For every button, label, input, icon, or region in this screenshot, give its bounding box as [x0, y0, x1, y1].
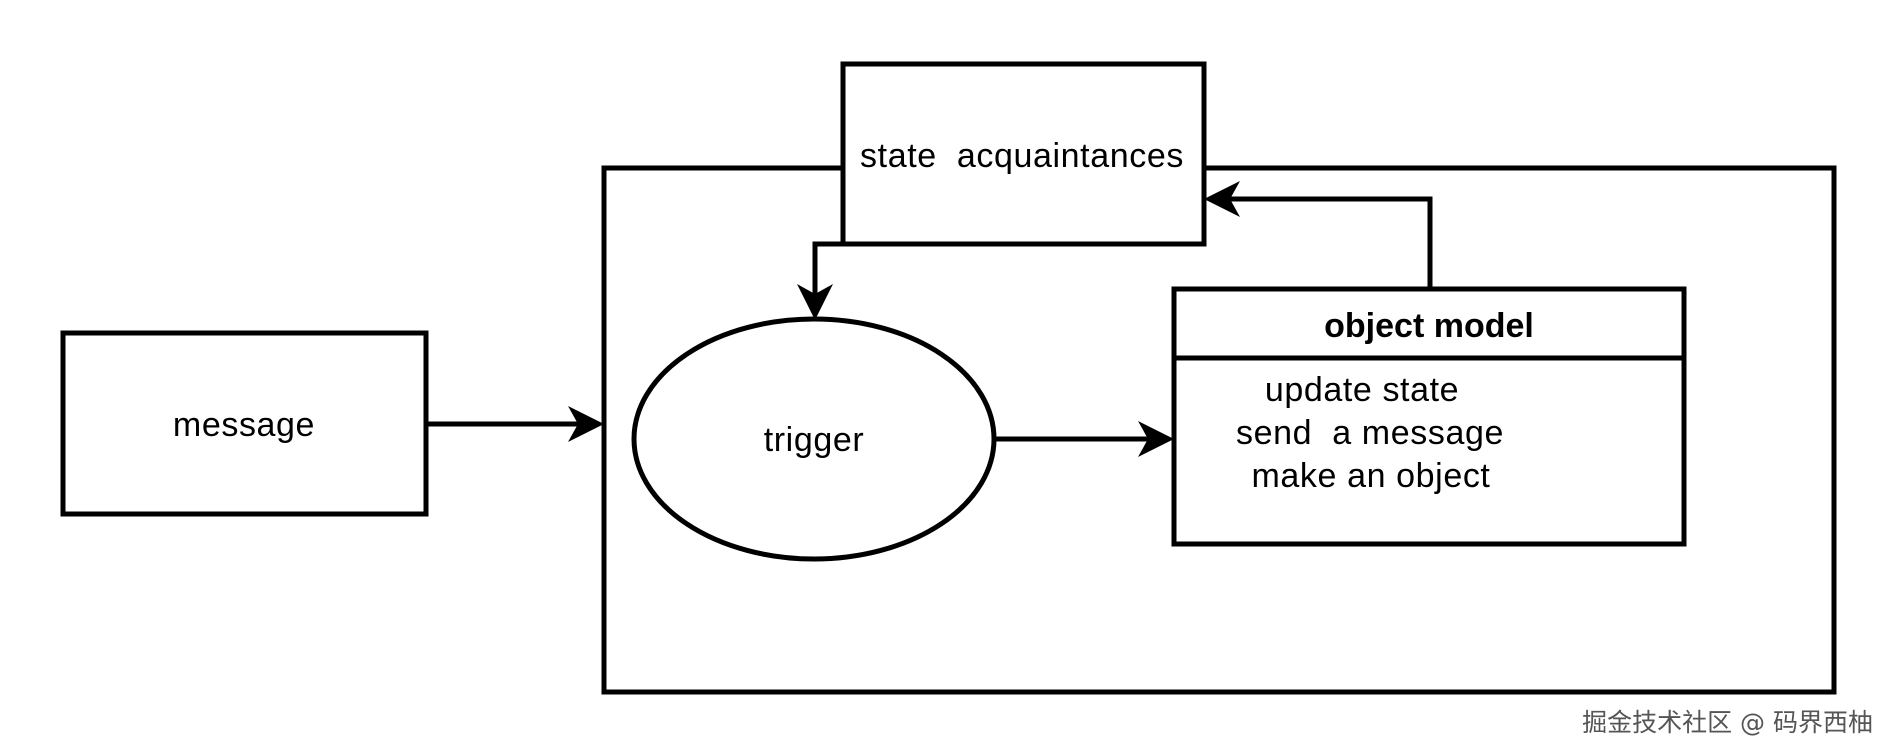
arrowhead-icon — [568, 406, 604, 442]
message-label: message — [173, 406, 315, 444]
state-acquaintances-label: state acquaintances — [860, 137, 1184, 175]
trigger-label: trigger — [764, 421, 865, 459]
trigger-node: trigger — [631, 316, 997, 562]
arrowhead-icon — [1138, 421, 1174, 457]
edge-line — [1228, 196, 1433, 289]
object-model-box — [1171, 286, 1687, 547]
edge-message-to-container — [426, 406, 604, 442]
state-acquaintances-box — [840, 61, 1207, 247]
object-model-line-1: update state — [1265, 371, 1459, 409]
object-model-node: object model update state send a message… — [1171, 286, 1687, 547]
edge-line — [812, 241, 843, 298]
edge-object-model-to-state — [1204, 181, 1433, 289]
message-node: message — [60, 330, 429, 517]
message-box — [60, 330, 429, 517]
edge-trigger-to-object-model — [994, 421, 1174, 457]
object-model-title: object model — [1324, 307, 1534, 345]
object-model-line-3: make an object — [1252, 457, 1491, 495]
watermark-text: 掘金技术社区 @ 码界西柚 — [1582, 708, 1873, 737]
edge-state-to-trigger — [797, 241, 843, 320]
state-acquaintances-node: state acquaintances — [840, 61, 1207, 247]
arrowhead-icon — [797, 284, 833, 320]
arrowhead-icon — [1204, 181, 1240, 217]
object-model-line-2: send a message — [1236, 414, 1504, 452]
